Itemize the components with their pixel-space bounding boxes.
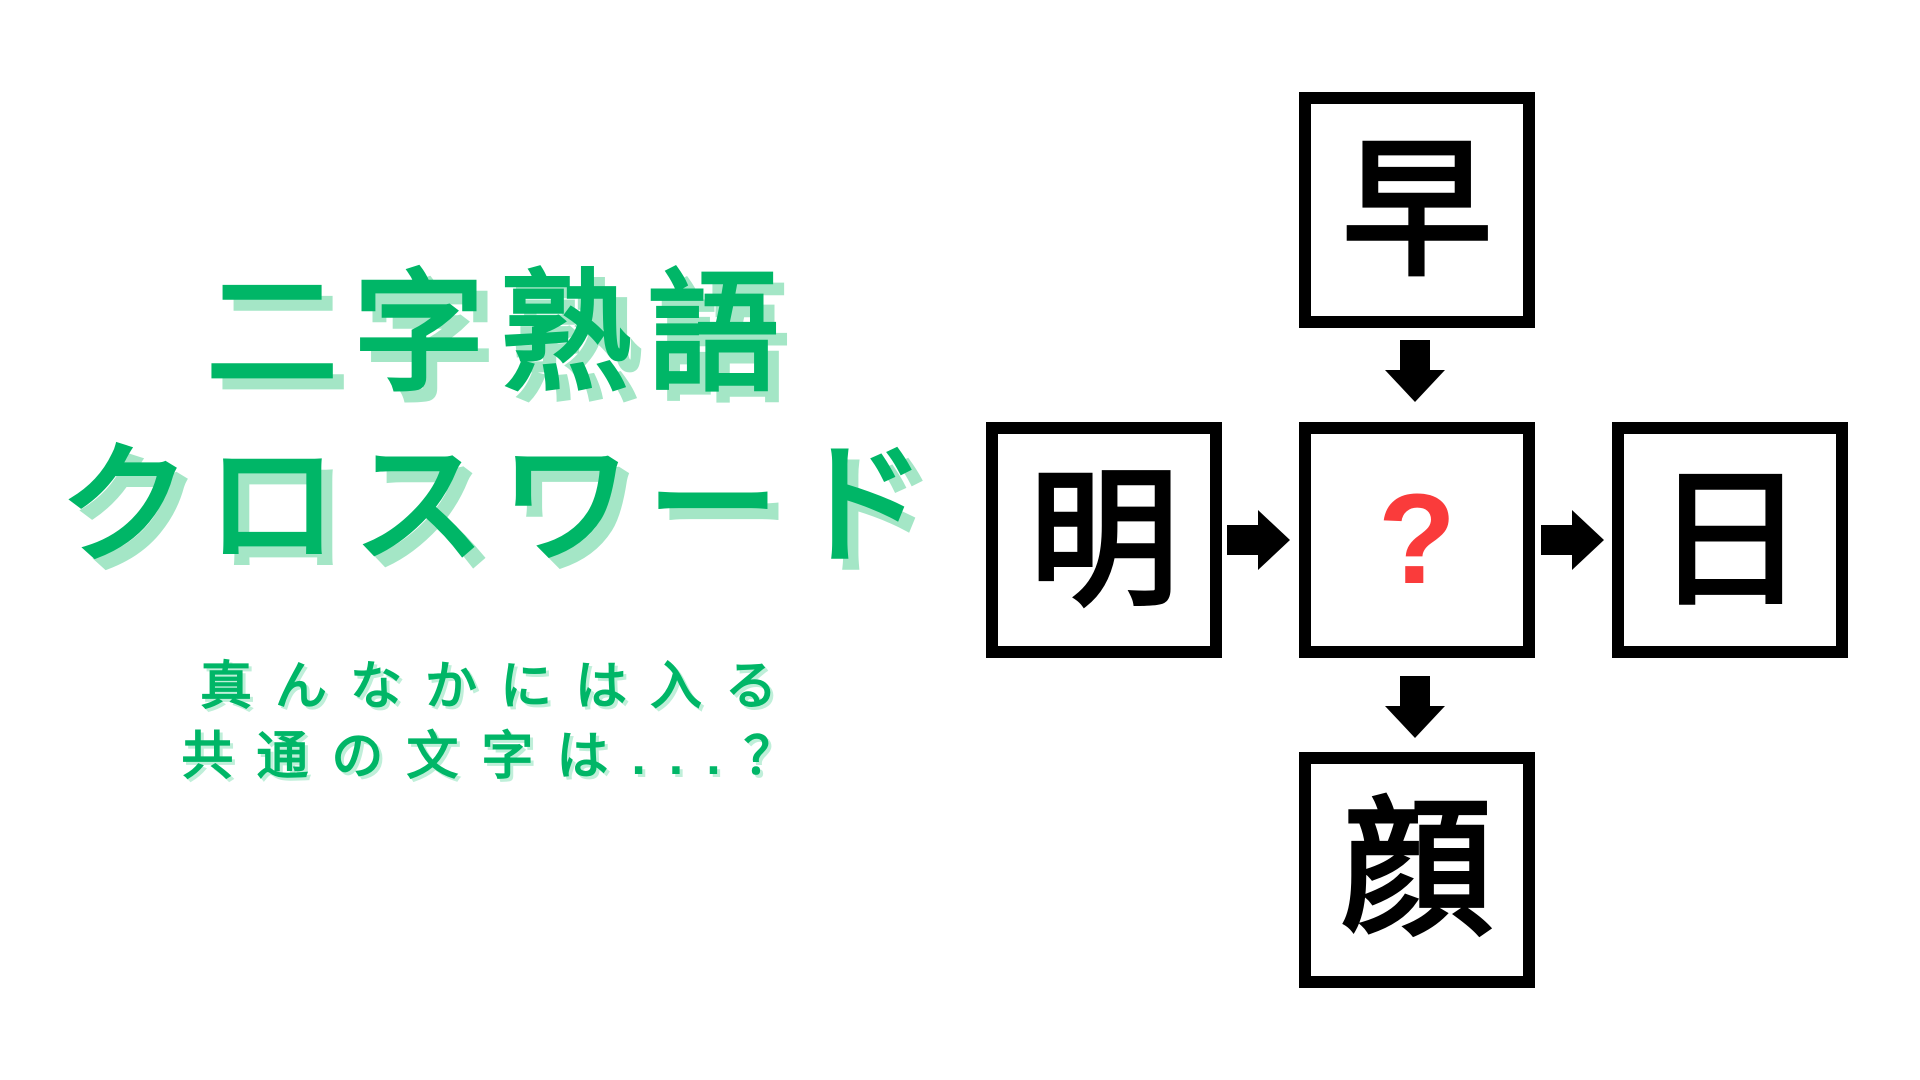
subtitle-line-2: 共通の文字は...？ bbox=[181, 728, 819, 786]
kanji-box-bottom: 顔 bbox=[1299, 752, 1535, 988]
title-line-1: 二字熟語 bbox=[206, 260, 794, 407]
kanji-box-left: 明 bbox=[986, 422, 1222, 658]
arrow-down-icon bbox=[1385, 676, 1445, 738]
arrow-down-icon bbox=[1385, 340, 1445, 402]
kanji-box-right: 日 bbox=[1612, 422, 1848, 658]
kanji-box-center-question: ? bbox=[1299, 422, 1535, 658]
subtitle-line-1: 真んなかには入る bbox=[199, 658, 800, 716]
page-subtitle: 真んなかには入る 共通の文字は...？ bbox=[0, 652, 1000, 792]
page-title: 二字熟語 クロスワード bbox=[0, 248, 1000, 592]
kanji-right-label: 日 bbox=[1654, 456, 1805, 624]
arrow-right-icon bbox=[1227, 510, 1290, 570]
kanji-left-label: 明 bbox=[1028, 456, 1179, 624]
arrow-right-icon bbox=[1541, 510, 1604, 570]
title-line-2: クロスワード bbox=[59, 432, 941, 579]
kanji-top-label: 早 bbox=[1341, 126, 1492, 294]
kanji-box-top: 早 bbox=[1299, 92, 1535, 328]
kanji-bottom-label: 顔 bbox=[1341, 786, 1492, 954]
question-mark-label: ? bbox=[1377, 468, 1457, 611]
